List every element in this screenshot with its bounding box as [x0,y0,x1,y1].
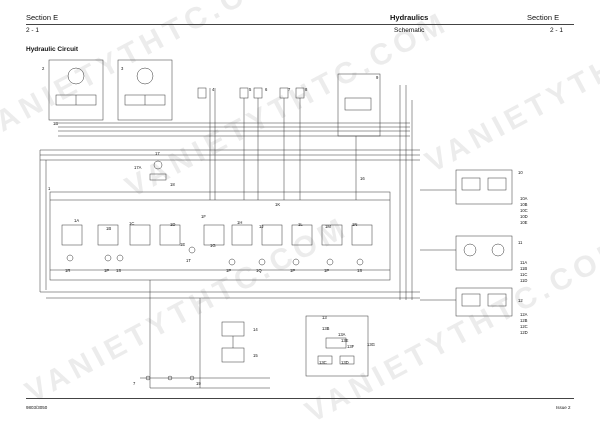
label-10d: 10D [520,214,528,219]
label-2: 2 [42,66,45,71]
label-12: 12 [518,298,523,303]
label-5: 5 [249,87,252,92]
label-1p-2: 1P [226,268,231,273]
main-control-valve [49,191,391,281]
label-1c: 1C [129,221,134,226]
label-10b: 10B [520,202,528,207]
label-1q: 1Q [256,268,262,273]
header-rule [26,24,574,25]
label-18: 18 [170,182,175,187]
component-12 [455,287,513,317]
label-4: 4 [212,87,215,92]
label-19: 19 [196,381,201,386]
label-13b: 13B [322,326,330,331]
filter-14 [221,321,245,337]
label-11: 11 [518,240,523,245]
component-9 [337,73,381,137]
label-17a: 17A [134,165,142,170]
label-1p-3: 1P [290,268,295,273]
label-14: 14 [253,327,258,332]
label-10: 10 [518,170,523,175]
doc-number: 9803/3050 [26,405,48,410]
label-1e: 1E [180,242,185,247]
label-9: 9 [376,75,379,80]
page-number-left: 2 - 1 [26,27,40,34]
valve-block-2 [48,59,104,121]
label-1p: 1P [104,268,109,273]
component-9-valve [344,97,372,111]
label-17: 17 [155,151,160,156]
label-1d: 1D [170,222,175,227]
label-1p-4: 1P [324,268,329,273]
label-11d: 11D [520,278,527,283]
label-1l: 1L [298,222,303,227]
label-1n: 1N [352,222,357,227]
section-left: Section E [26,13,59,22]
page-number-right: 2 - 1 [550,27,564,34]
label-11c: 11C [520,272,527,277]
label-1: 1 [48,186,51,191]
component-11 [455,235,513,271]
label-16: 16 [360,176,365,181]
label-12b: 12B [520,318,528,323]
label-1a: 1A [74,218,79,223]
label-15: 15 [253,353,258,358]
label-8: 8 [305,87,308,92]
label-10e: 10E [520,220,528,225]
label-7: 7 [288,87,291,92]
label-1m: 1M [325,224,331,229]
page-title: Hydraulics [390,13,429,22]
label-1r: 1R [65,268,70,273]
cooler-15 [221,347,245,363]
label-1k: 1K [275,202,280,207]
label-11b: 11B [520,266,527,271]
pump-symbol-3 [136,67,154,85]
page-subtitle: Schematic [394,27,425,34]
label-1t: 1T [186,258,191,263]
label-1f: 1F [201,214,206,219]
label-1j: 1J [259,224,263,229]
component-13 [305,315,369,377]
label-13f: 13F [347,344,355,349]
component-10 [455,169,513,205]
issue-label: Issue 2 [556,405,571,410]
footer-rule [26,398,574,399]
valve-block-3 [117,59,173,121]
label-13a: 13A [338,332,346,337]
label-10a: 10A [520,196,528,201]
label-3: 3 [121,66,124,71]
label-6: 6 [265,87,268,92]
label-1h: 1H [237,220,242,225]
label-11a: 11A [520,260,527,265]
label-12c: 12C [520,324,528,329]
label-13d: 13D [341,360,349,365]
label-13e: 13E [341,338,349,343]
label-12d: 12D [520,330,528,335]
figure-title: Hydraulic Circuit [26,46,79,53]
label-1g: 1G [210,243,216,248]
label-1b-top: 1B [53,121,58,126]
label-1s-2: 1S [357,268,362,273]
label-1s: 1S [116,268,121,273]
label-7-bottom: 7 [133,381,136,386]
label-13: 13 [322,315,327,320]
pump-symbol-2 [67,67,85,85]
label-13g: 13G [367,342,375,347]
label-1b: 1B [106,226,111,231]
label-10c: 10C [520,208,528,213]
label-13c: 13C [319,360,327,365]
section-right: Section E [527,13,560,22]
label-12a: 12A [520,312,528,317]
